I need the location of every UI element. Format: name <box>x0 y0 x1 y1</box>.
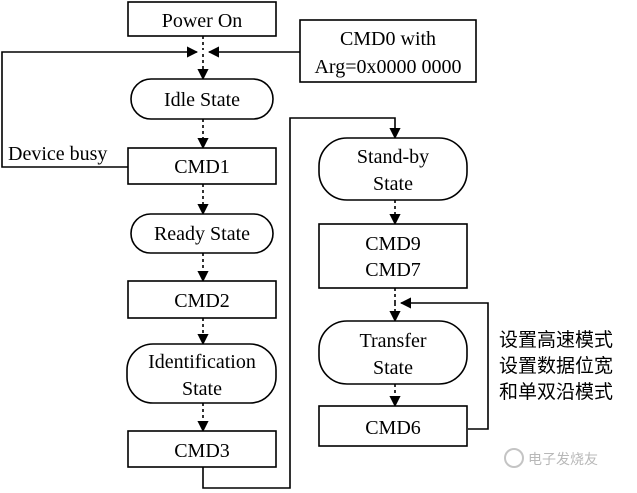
standby-state-label-line1: Stand-by <box>357 146 429 168</box>
idle-state-label: Idle State <box>164 89 240 111</box>
transfer-state-node <box>318 320 468 385</box>
ready-state-label: Ready State <box>154 223 250 245</box>
power-on-box <box>127 1 277 37</box>
cmd0-label-line1: CMD0 with <box>340 28 436 50</box>
cmd1-box <box>127 147 277 185</box>
transfer-state-label-line2: State <box>373 357 413 379</box>
power-on-label: Power On <box>162 10 243 32</box>
cmd6-label: CMD6 <box>365 417 421 439</box>
cmd3-label: CMD3 <box>174 440 230 462</box>
identification-state-label-line1: Identification <box>148 351 256 373</box>
connector-cmd3-standby <box>202 117 401 489</box>
annotation-line1: 设置高速模式 <box>499 329 613 351</box>
identification-state-node <box>126 343 277 404</box>
cmd7-label: CMD7 <box>365 259 421 281</box>
connector-device-busy-loop <box>1 46 199 168</box>
cmd0-box <box>299 19 477 83</box>
cmd9-cmd7-box <box>318 223 468 289</box>
watermark-logo: 电子发烧友 <box>504 448 598 468</box>
cmd9-label: CMD9 <box>365 233 421 255</box>
cmd6-box <box>318 405 468 447</box>
watermark-text: 电子发烧友 <box>528 452 598 468</box>
standby-state-node <box>318 137 468 201</box>
annotation-line3: 和单双沿模式 <box>499 381 613 403</box>
cmd2-label: CMD2 <box>174 290 230 312</box>
ready-state-node <box>130 213 274 254</box>
cmd0-label-line2: Arg=0x0000 0000 <box>314 56 461 78</box>
standby-state-label-line2: State <box>373 173 413 195</box>
transfer-state-label-line1: Transfer <box>359 330 426 352</box>
identification-state-label-line2: State <box>182 378 222 400</box>
idle-state-node <box>130 78 274 120</box>
cmd3-box <box>127 430 277 468</box>
cmd1-label: CMD1 <box>174 156 230 178</box>
connector-cmd6-loop <box>399 297 489 430</box>
annotation-line2: 设置数据位宽 <box>499 355 613 377</box>
cmd2-box <box>127 280 277 319</box>
device-busy-label: Device busy <box>8 143 107 165</box>
